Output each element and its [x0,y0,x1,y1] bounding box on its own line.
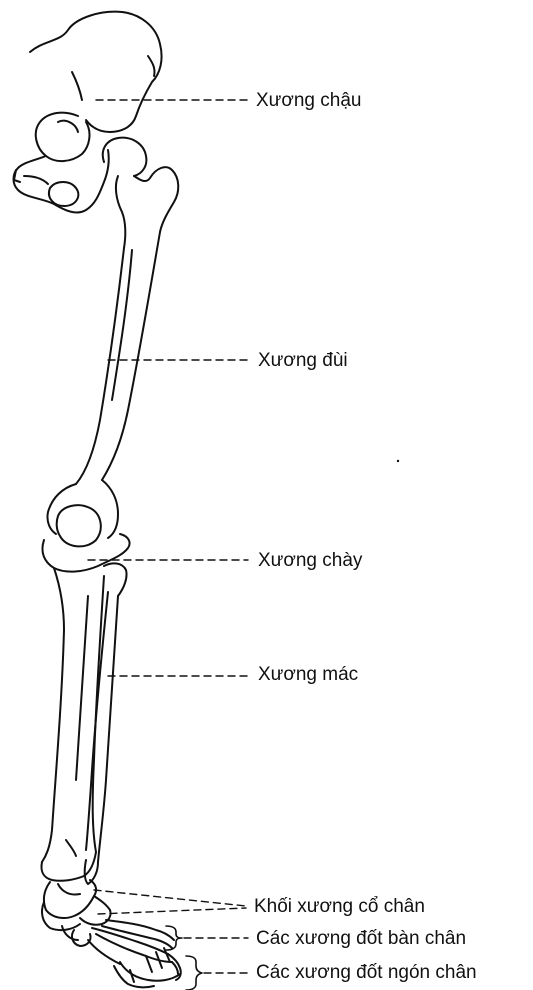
femur-drawing [47,138,178,547]
bracket-metatarsals [166,926,182,950]
tibia-drawing [41,534,129,881]
leader-lines [88,100,248,973]
label-phalanges: Các xương đốt ngón chân [256,962,477,984]
fibula-drawing [85,563,127,884]
bracket-phalanges [186,956,202,990]
leader-line-tarsals-a [94,890,246,906]
pelvis-drawing [14,12,162,213]
label-metatarsals: Các xương đốt bàn chân [256,928,466,950]
phalanges-drawing [114,948,181,987]
leader-line-tarsals-b [98,908,246,914]
label-tarsals: Khối xương cổ chân [254,896,425,918]
label-pelvis: Xương chậu [256,90,361,112]
label-tibia: Xương chày [258,550,362,572]
label-femur: Xương đùi [258,350,348,372]
label-fibula: Xương mác [258,664,358,686]
speck-mark [397,460,399,462]
